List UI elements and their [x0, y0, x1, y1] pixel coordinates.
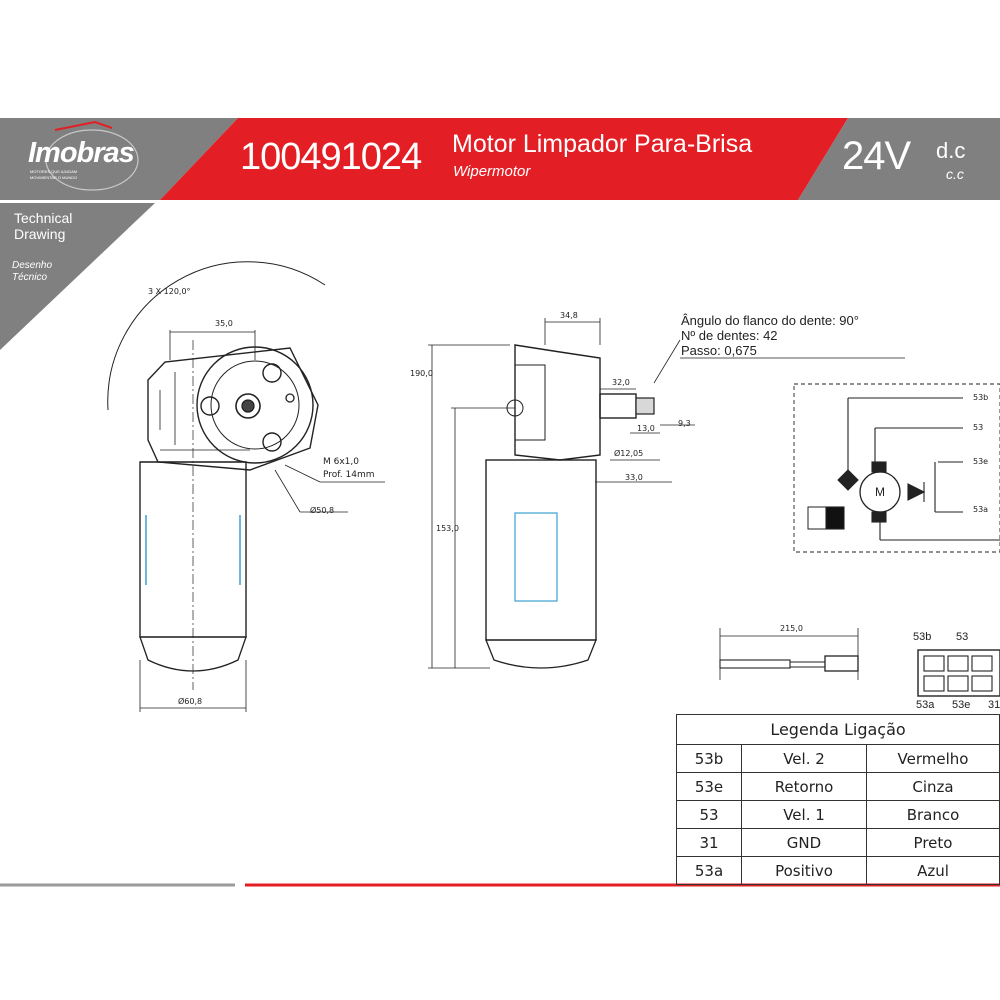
legend-wire-color: Azul: [866, 856, 1000, 885]
front-mount-hole: [200, 396, 220, 416]
side-motor-body: [485, 459, 597, 641]
legend-terminal: 31: [676, 828, 742, 857]
product-subtitle: Wipermotor: [453, 163, 531, 180]
wiring-schematic: [793, 383, 1000, 553]
front-mount-hole: [262, 363, 282, 383]
side-label-window: [514, 512, 558, 602]
side-spline: [635, 397, 655, 415]
connector-top-label: 53: [956, 631, 969, 643]
side-gearbox-width-dim: 34,8: [560, 311, 578, 320]
legend-wire-color: Preto: [866, 828, 1000, 857]
brand-tagline: MOTORES QUE AJUDAM: [30, 169, 78, 174]
motor-symbol-label: M: [875, 485, 885, 499]
front-bolt-spacing-dim: 35,0: [215, 319, 233, 328]
front-body-diameter-dim: Ø60,8: [178, 697, 203, 706]
gear-note: Passo: 0,675: [681, 343, 757, 358]
section-label-pt: Técnico: [12, 272, 48, 283]
legend-function: Vel. 1: [741, 800, 867, 829]
gear-note: Nº de dentes: 42: [681, 328, 778, 343]
side-output-shaft: [599, 393, 637, 419]
front-end-cap: [139, 636, 247, 672]
cable-view: [719, 628, 859, 680]
section-label: Drawing: [14, 226, 66, 242]
front-angle-label: 3 X 120,0°: [148, 287, 191, 296]
legend-wire-color: Vermelho: [866, 744, 1000, 773]
side-body-height-dim: 153,0: [436, 524, 459, 533]
legend-function: GND: [741, 828, 867, 857]
side-view: [428, 318, 905, 669]
cable-length-dim: 215,0: [780, 624, 803, 633]
connector-housing: [917, 649, 1000, 697]
side-spline-offset-dim: 9,3: [678, 419, 691, 428]
front-flange: [196, 346, 314, 464]
brand-tagline: MOVIMENTAR O MUNDO: [30, 175, 78, 180]
side-vent: [506, 399, 524, 417]
side-flange-offset-dim: 33,0: [625, 473, 643, 482]
side-shaft-length-dim: 32,0: [612, 378, 630, 387]
side-total-height-dim: 190,0: [410, 369, 433, 378]
side-gearbox: [514, 344, 601, 461]
legend-terminal: 53: [676, 800, 742, 829]
front-angle-arc: [107, 261, 326, 411]
side-shaft-diameter-dim: Ø12,05: [614, 449, 644, 458]
terminal-label: 53a: [973, 505, 989, 514]
legend-function: Vel. 2: [741, 744, 867, 773]
front-view: [107, 261, 385, 712]
front-depth-label: Prof. 14mm: [323, 470, 375, 480]
connection-legend-table: Legenda Ligação 53b Vel. 2 Vermelho 53e …: [676, 714, 1000, 885]
brand-logo: Imobras: [28, 137, 135, 169]
legend-wire-color: Branco: [866, 800, 1000, 829]
cable-plug: [824, 655, 859, 672]
legend-function: Positivo: [741, 856, 867, 885]
connector-bottom-label: 53e: [952, 699, 971, 711]
header-red-band: [160, 118, 848, 200]
legend-wire-color: Cinza: [866, 772, 1000, 801]
front-mount-hole: [262, 432, 282, 452]
connector-view: [917, 649, 1000, 697]
front-thread-label: M 6x1,0: [323, 457, 359, 467]
table-row: 53e Retorno Cinza: [676, 772, 1000, 801]
front-flange-diameter-dim: Ø50,8: [310, 506, 335, 515]
header-gray-right: [798, 118, 1000, 200]
gear-note: Ângulo do flanco do dente: 90°: [681, 313, 859, 328]
logo-swoosh: [54, 120, 113, 131]
connector-bottom-label: 53a: [916, 699, 935, 711]
legend-function: Retorno: [741, 772, 867, 801]
legend-terminal: 53b: [676, 744, 742, 773]
table-row: 53 Vel. 1 Branco: [676, 800, 1000, 829]
terminal-label: 53b: [973, 393, 989, 402]
connector-bottom-label: 31: [988, 699, 1000, 711]
table-row: 53b Vel. 2 Vermelho: [676, 744, 1000, 773]
table-row: 31 GND Preto: [676, 828, 1000, 857]
current-type-pt: c.c: [946, 166, 964, 182]
legend-terminal: 53a: [676, 856, 742, 885]
table-row: 53a Positivo Azul: [676, 856, 1000, 885]
part-number: 100491024: [240, 136, 422, 178]
schematic-border: [793, 383, 1000, 553]
section-label: Technical: [14, 210, 73, 226]
connector-top-label: 53b: [913, 631, 932, 643]
current-type: d.c: [936, 138, 966, 163]
logo-orbit: [45, 129, 139, 191]
voltage: 24V: [842, 134, 911, 178]
legend-title: Legenda Ligação: [676, 714, 1000, 745]
side-end-cap: [485, 639, 597, 669]
legend-terminal: 53e: [676, 772, 742, 801]
terminal-label: 53e: [973, 457, 989, 466]
side-spline-length-dim: 13,0: [637, 424, 655, 433]
cable-sleeve: [719, 659, 791, 669]
section-label-pt: Desenho: [12, 260, 53, 271]
product-title: Motor Limpador Para-Brisa: [452, 130, 753, 158]
terminal-label: 53: [973, 423, 984, 432]
section-label-bg: [0, 203, 155, 350]
